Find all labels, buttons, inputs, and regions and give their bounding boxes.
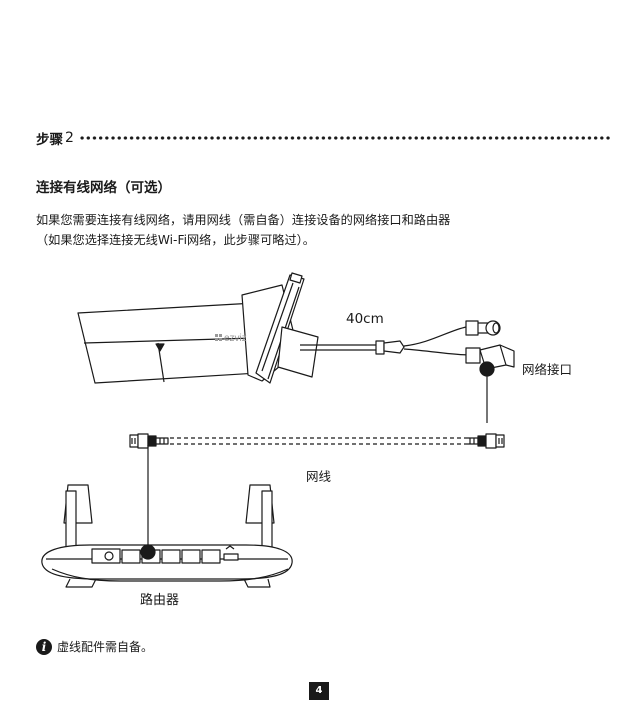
- note-text: 虚线配件需自备。: [57, 640, 154, 654]
- router-marker-dot: [140, 544, 156, 560]
- page-number: 4: [309, 682, 329, 700]
- step-number: 2: [65, 130, 74, 146]
- instruction-line-1: 如果您需要连接有线网络，请用网线（需自备）连接设备的网络接口和路由器: [36, 213, 451, 227]
- connection-diagram-svg: ezviz: [41, 272, 515, 588]
- cable-label: 网线: [306, 469, 332, 484]
- step-header: 步骤 2: [36, 128, 610, 148]
- port-label: 网络接口: [522, 362, 573, 377]
- camera-cable: [300, 320, 515, 370]
- connection-diagram: ezviz: [0, 255, 639, 625]
- step-label: 步骤: [36, 132, 63, 148]
- info-icon: i: [36, 638, 52, 655]
- dotted-leader: [78, 136, 610, 140]
- ezviz-logo: ezviz: [215, 333, 247, 344]
- instruction-line-2: （如果您选择连接无线Wi-Fi网络，此步骤可略过）。: [36, 233, 315, 247]
- indicator-arrow-icon: [155, 343, 165, 352]
- cable-length-label: 40cm: [346, 311, 384, 327]
- router-label: 路由器: [140, 593, 180, 608]
- instruction-text: 如果您需要连接有线网络，请用网线（需自备）连接设备的网络接口和路由器 （如果您选…: [36, 210, 616, 250]
- router-illustration: [41, 484, 293, 588]
- network-cable: [129, 433, 505, 449]
- camera-illustration: ezviz: [77, 272, 319, 384]
- note: i 虚线配件需自备。: [36, 638, 153, 655]
- svg-text:ezviz: ezviz: [224, 333, 247, 344]
- section-title: 连接有线网络（可选）: [36, 180, 171, 196]
